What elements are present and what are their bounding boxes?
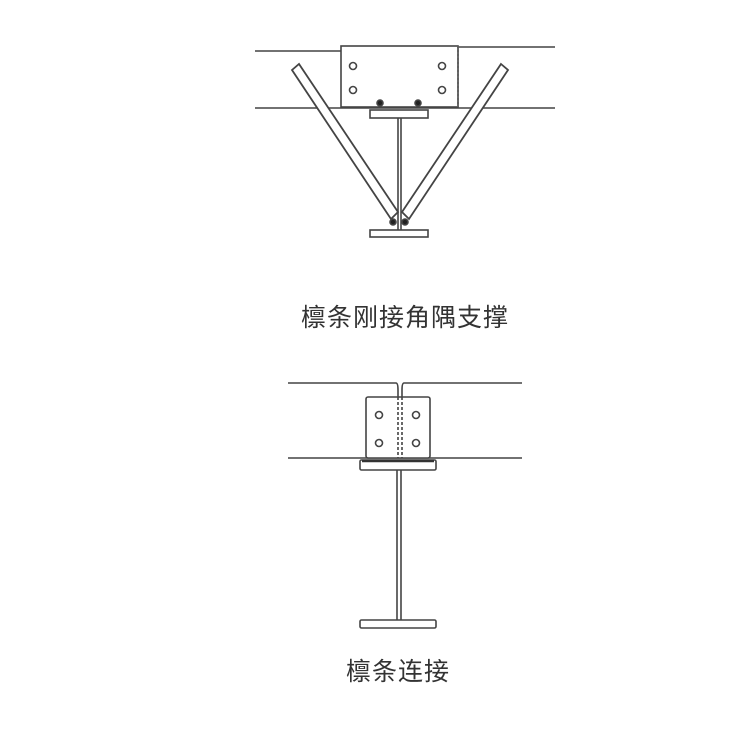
bolt [389,218,397,226]
bolt-hole [437,61,447,71]
bolt-hole [374,410,384,420]
bolt-hole [348,85,358,95]
right-brace [400,62,510,221]
figure-caption-corner-brace: 檩条刚接角隅支撑 [300,303,510,332]
bolt-hole [348,61,358,71]
purlin-top-edge [288,382,399,397]
bottom-flange [359,619,437,629]
connection-plate [340,45,459,108]
purlin-connection-figure [288,382,522,629]
bolt-hole [411,438,421,448]
bottom-flange [369,229,429,238]
top-flange [369,109,429,119]
bolt [401,218,409,226]
bolt [376,99,384,107]
bolt-hole [374,438,384,448]
figure-caption-purlin-connection: 檩条连接 [345,657,451,686]
bolt-hole [437,85,447,95]
purlin-corner-brace-figure [255,45,555,238]
bolt-hole [411,410,421,420]
purlin-top-edge [401,382,522,397]
bolt [414,99,422,107]
